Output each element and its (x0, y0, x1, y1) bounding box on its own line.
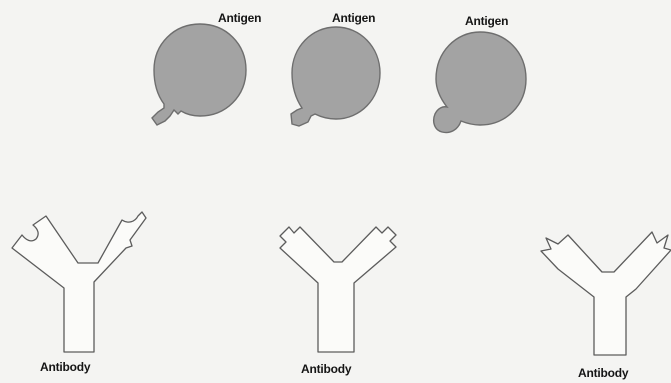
antigen-1-shape (152, 24, 246, 125)
antigen-3-label: Antigen (465, 14, 508, 28)
antigen-2 (291, 27, 380, 126)
antibody-1-label: Antibody (40, 360, 90, 374)
antibody-1-shape (12, 212, 146, 352)
antigen-2-shape (291, 27, 380, 126)
antibody-3-label: Antibody (578, 366, 628, 380)
antigen-1 (152, 24, 246, 125)
antigen-3 (434, 32, 526, 133)
antigen-2-label: Antigen (332, 11, 375, 25)
antibody-1 (12, 212, 146, 352)
antibody-2-shape (280, 227, 396, 352)
antibody-3-shape (541, 232, 671, 355)
antibody-2-label: Antibody (301, 362, 351, 376)
antibody-2 (280, 227, 396, 352)
antigen-1-label: Antigen (218, 11, 261, 25)
antibody-3 (541, 232, 671, 355)
antigen-3-shape (434, 32, 526, 133)
